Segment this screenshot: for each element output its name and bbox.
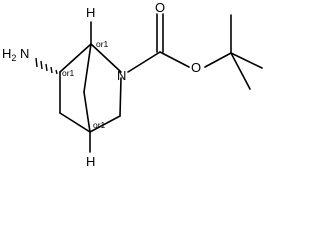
bond-c4-c5 (59, 112, 91, 133)
stereo-label-c1: or1 (96, 39, 109, 49)
bonds (35, 13, 263, 153)
top-h-label: H (86, 5, 95, 20)
structure-diagram: H2 N N O O H H or1 or1 or1 (2, 0, 263, 169)
carbonyl-o-label: O (155, 0, 165, 15)
ring-n-label: N (117, 68, 126, 83)
stereo-label-c6: or1 (62, 68, 75, 78)
bottom-h-label: H (86, 154, 95, 169)
bond-n-c3 (119, 77, 122, 117)
bond-c3-c4 (89, 115, 121, 133)
molecule-drawing: H2 N N O O H H or1 or1 or1 (2, 0, 263, 169)
stereo-labels: or1 or1 or1 (62, 39, 109, 130)
bond-n-carbonyl (127, 51, 161, 73)
amine-h2-label: H2 (2, 46, 16, 63)
atom-labels: H2 N N O O H H (2, 0, 201, 169)
hashed-wedge-c6-nh2 (35, 57, 58, 75)
bond-cq-me2 (230, 52, 263, 69)
bond-carbonyl-oester (159, 51, 190, 68)
ester-o-label: O (191, 60, 201, 75)
bond-c1-c7 (83, 43, 92, 93)
bond-c7-c4 (83, 91, 91, 133)
amine-n-label: N (20, 46, 29, 61)
bond-oester-cq (204, 52, 232, 68)
bond-c1-n (90, 43, 122, 73)
stereo-label-c4: or1 (93, 120, 106, 130)
bond-cq-me3 (230, 52, 251, 90)
bond-c6-c1 (59, 43, 92, 73)
